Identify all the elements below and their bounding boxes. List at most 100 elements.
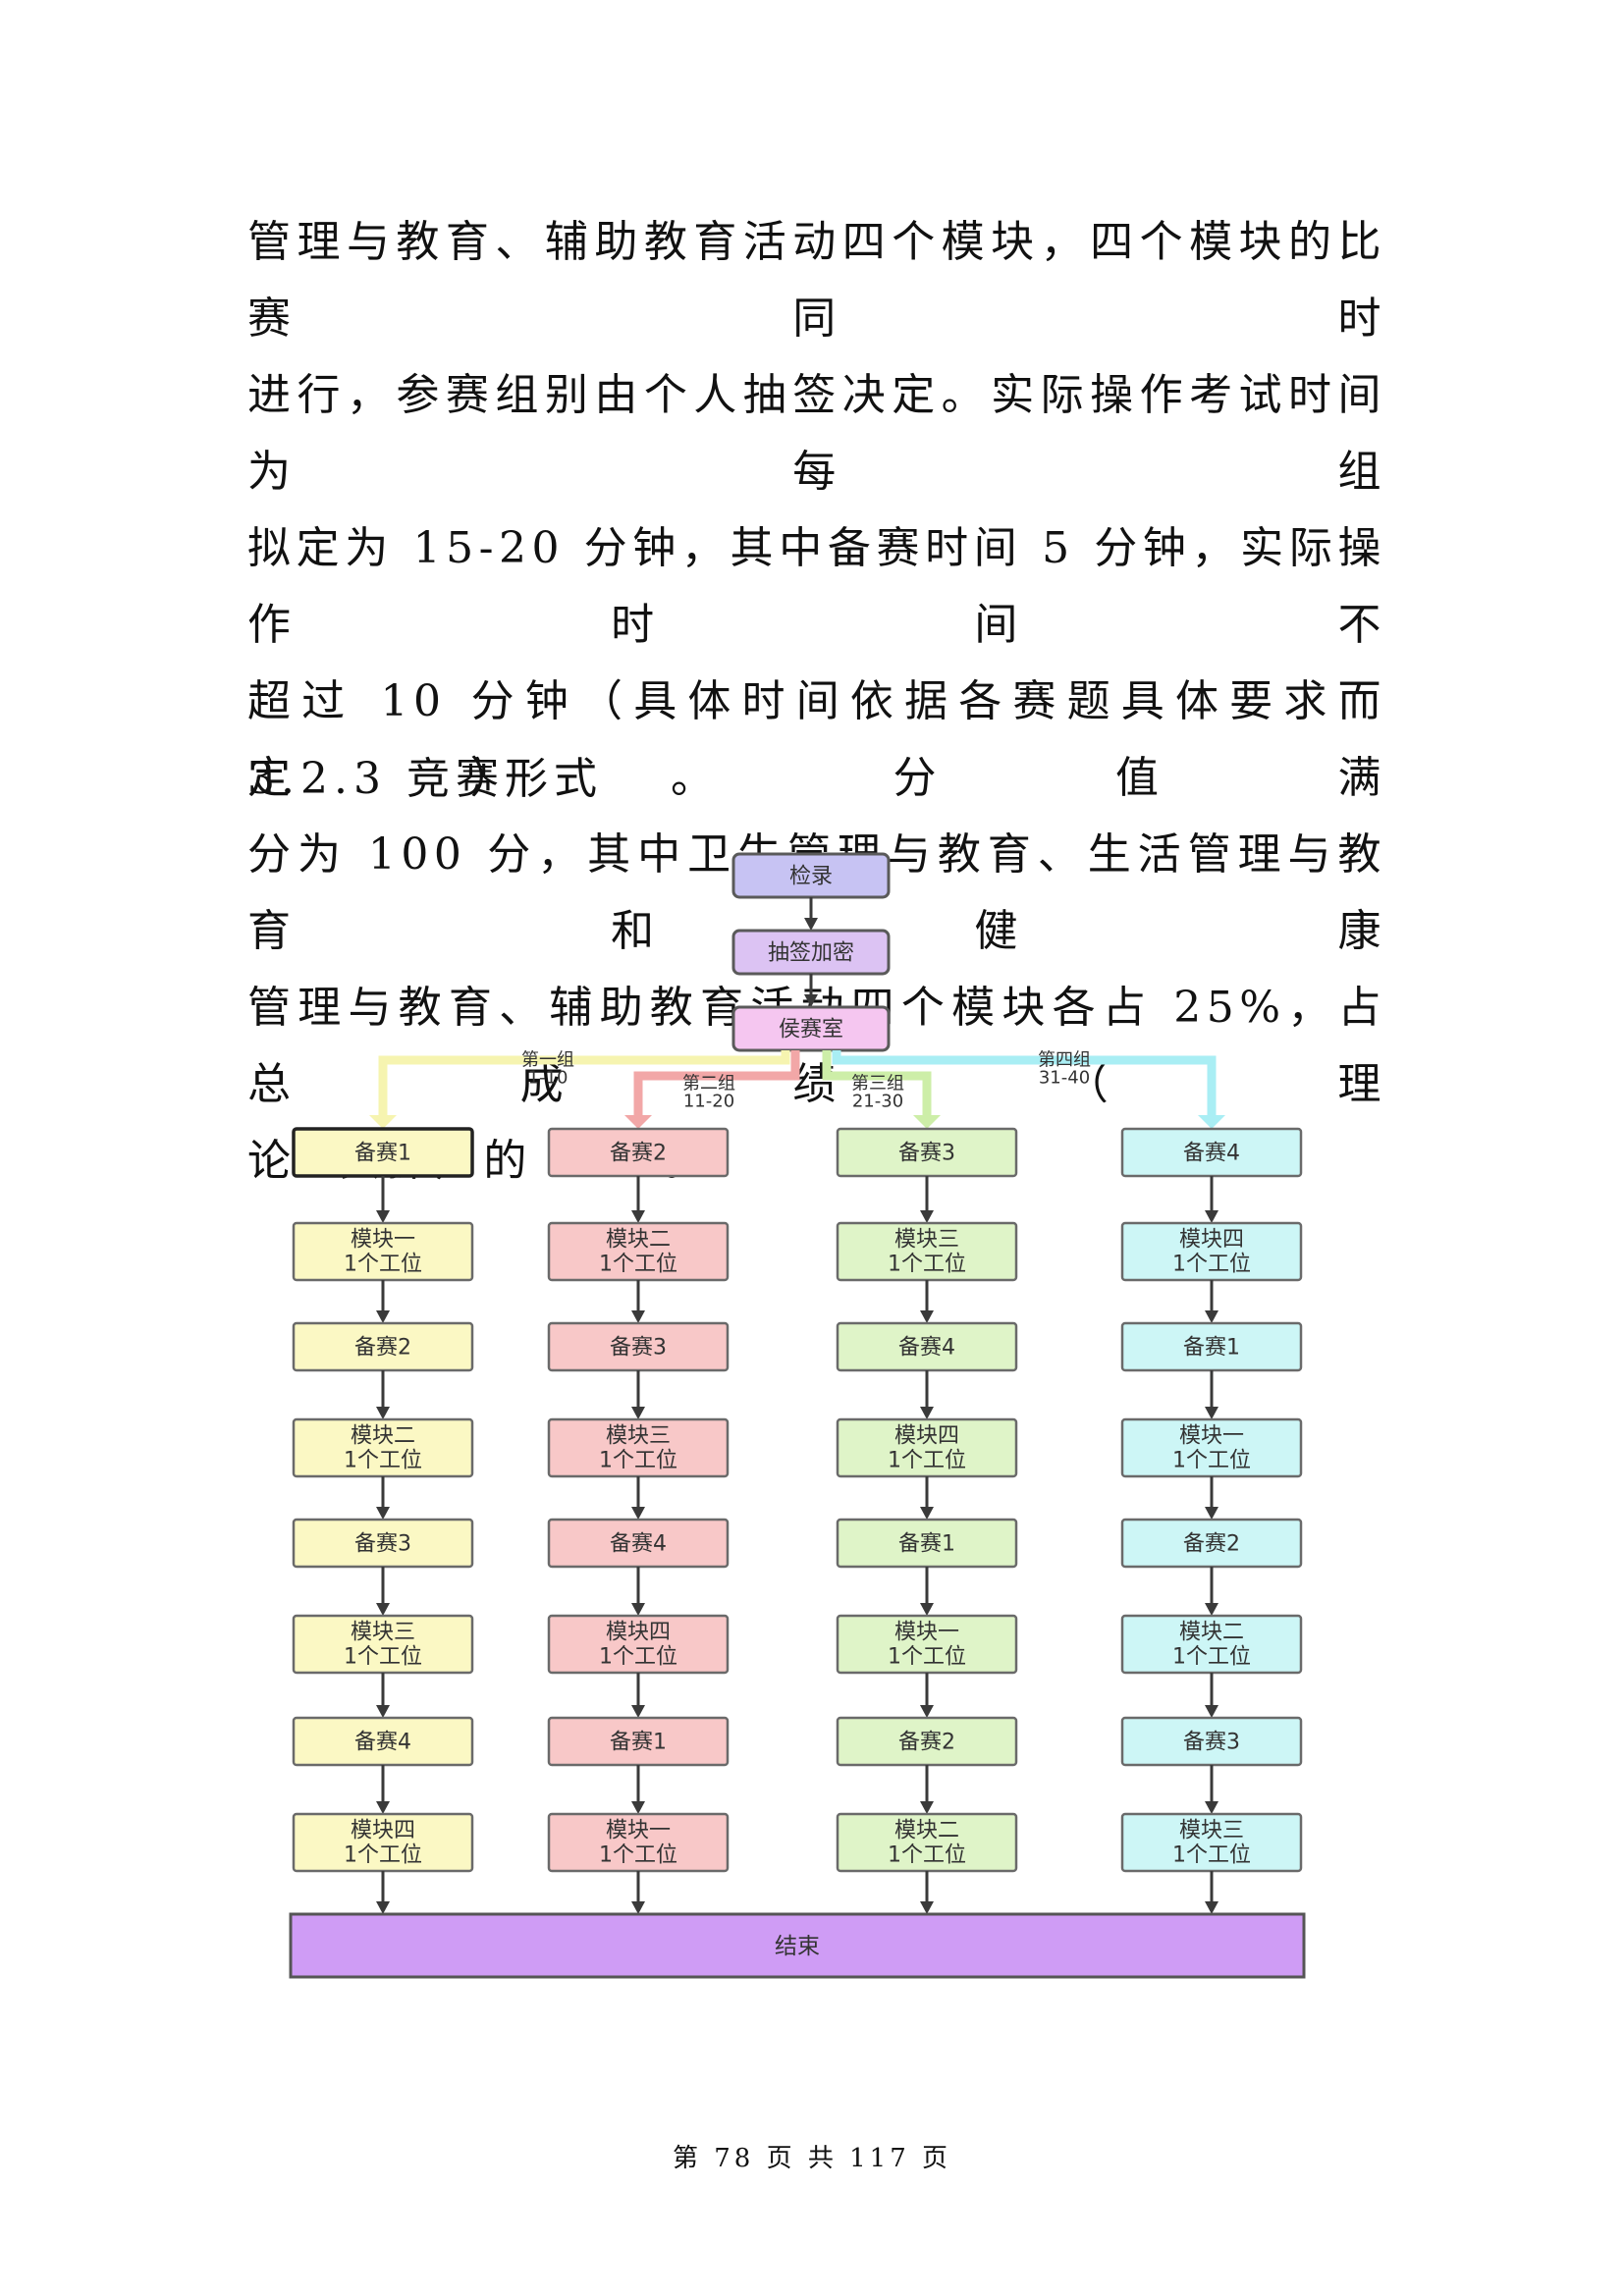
- step-label: 备赛2: [898, 1731, 955, 1755]
- group-label: 第三组: [851, 1074, 904, 1095]
- step-label: 备赛2: [1183, 1532, 1240, 1557]
- arrow-head: [376, 1801, 390, 1814]
- arrow-head: [1205, 1603, 1218, 1616]
- step-label-line2: 1个工位: [888, 1253, 966, 1277]
- step-label-line1: 模块一: [351, 1228, 415, 1253]
- group-branch-line: [832, 1050, 1217, 1119]
- step-label-line1: 模块三: [1179, 1819, 1244, 1843]
- step-label-line1: 模块二: [606, 1228, 671, 1253]
- step-label-line1: 模块三: [606, 1424, 671, 1449]
- arrow-head: [920, 1801, 934, 1814]
- step-label: 备赛3: [898, 1142, 955, 1166]
- arrow-head: [631, 1801, 645, 1814]
- arrow-head: [376, 1603, 390, 1616]
- arrow-head: [920, 1603, 934, 1616]
- step-label-line2: 1个工位: [1172, 1253, 1251, 1277]
- top-step-label: 抽签加密: [768, 941, 854, 966]
- step-label: 备赛4: [1183, 1142, 1240, 1166]
- group-branch-line: [822, 1050, 932, 1119]
- step-label-line1: 模块三: [894, 1228, 959, 1253]
- group-branch-line: [633, 1050, 800, 1119]
- arrow-head: [920, 1407, 934, 1419]
- step-label-line2: 1个工位: [1172, 1645, 1251, 1670]
- group-range: 21-30: [852, 1092, 903, 1112]
- branch-arrow-head: [913, 1115, 941, 1129]
- paragraph-line: 拟定为 15-20 分钟，其中备赛时间 5 分钟，实际操作时间不: [247, 523, 1386, 650]
- step-label-line2: 1个工位: [888, 1645, 966, 1670]
- step-label: 备赛2: [610, 1142, 667, 1166]
- arrow-head: [631, 1310, 645, 1323]
- step-label: 备赛3: [610, 1336, 667, 1361]
- step-label: 备赛4: [610, 1532, 667, 1557]
- step-label-line2: 1个工位: [344, 1253, 422, 1277]
- end-label: 结束: [775, 1934, 820, 1959]
- step-label-line1: 模块二: [1179, 1621, 1244, 1645]
- arrow-head: [376, 1507, 390, 1520]
- step-label-line2: 1个工位: [888, 1449, 966, 1473]
- arrow-head: [1205, 1705, 1218, 1718]
- arrow-head: [1205, 1801, 1218, 1814]
- arrow-head: [376, 1901, 390, 1914]
- arrow-head: [376, 1310, 390, 1323]
- arrow-head: [631, 1705, 645, 1718]
- step-label: 备赛3: [354, 1532, 411, 1557]
- step-label-line1: 模块一: [606, 1819, 671, 1843]
- paragraph-line: 进行，参赛组别由个人抽签决定。实际操作考试时间为每组: [247, 370, 1386, 497]
- step-label: 备赛4: [354, 1731, 411, 1755]
- step-label: 备赛1: [610, 1731, 667, 1755]
- group-range: 31-40: [1039, 1068, 1090, 1089]
- arrow-head: [376, 1407, 390, 1419]
- step-label-line2: 1个工位: [1172, 1449, 1251, 1473]
- step-label-line1: 模块四: [894, 1424, 959, 1449]
- arrow-head: [1205, 1210, 1218, 1223]
- arrow-head: [376, 1210, 390, 1223]
- step-label-line1: 模块三: [351, 1621, 415, 1645]
- paragraph-line: 超过 10 分钟（具体时间依据各赛题具体要求而定）。分值满: [247, 676, 1386, 803]
- step-label: 备赛1: [898, 1532, 955, 1557]
- arrow-head: [631, 1901, 645, 1914]
- arrow-head: [1205, 1407, 1218, 1419]
- arrow-head: [1205, 1310, 1218, 1323]
- step-label: 备赛4: [898, 1336, 955, 1361]
- step-label-line1: 模块四: [1179, 1228, 1244, 1253]
- branch-arrow-head: [1198, 1115, 1225, 1129]
- step-label-line2: 1个工位: [599, 1449, 677, 1473]
- arrow-head: [804, 918, 818, 931]
- top-step-label: 侯赛室: [779, 1018, 843, 1042]
- end-box: [289, 1912, 1306, 1979]
- group-range: 1-10: [528, 1068, 568, 1089]
- step-label-line1: 模块一: [1179, 1424, 1244, 1449]
- step-label-line2: 1个工位: [599, 1843, 677, 1868]
- step-label-line2: 1个工位: [1172, 1843, 1251, 1868]
- arrow-head: [920, 1507, 934, 1520]
- page-footer: 第 78 页 共 117 页: [672, 2144, 952, 2173]
- branch-arrow-head: [624, 1115, 652, 1129]
- arrow-head: [920, 1310, 934, 1323]
- arrow-head: [631, 1210, 645, 1223]
- group-branch-line: [378, 1050, 790, 1119]
- step-label-line1: 模块二: [894, 1819, 959, 1843]
- step-label-line2: 1个工位: [888, 1843, 966, 1868]
- arrow-head: [920, 1210, 934, 1223]
- group-label: 第四组: [1038, 1050, 1091, 1071]
- branch-arrow-head: [369, 1115, 397, 1129]
- arrow-head: [631, 1507, 645, 1520]
- step-label-line2: 1个工位: [344, 1645, 422, 1670]
- step-label: 备赛1: [1183, 1336, 1240, 1361]
- top-step-label: 检录: [789, 865, 833, 889]
- step-label: 备赛3: [1183, 1731, 1240, 1755]
- arrow-head: [1205, 1901, 1218, 1914]
- arrow-head: [920, 1901, 934, 1914]
- arrow-head: [804, 994, 818, 1007]
- section-heading: 3.2.3 竞赛形式: [247, 754, 603, 804]
- paragraph-line: 管理与教育、辅助教育活动四个模块各占 25%，占总成绩（理: [247, 983, 1387, 1109]
- arrow-head: [631, 1603, 645, 1616]
- step-label-line1: 模块一: [894, 1621, 959, 1645]
- top-step-box: [731, 1005, 891, 1052]
- arrow-head: [920, 1705, 934, 1718]
- body-paragraph: 管理与教育、辅助教育活动四个模块，四个模块的比赛同时进行，参赛组别由个人抽签决定…: [247, 204, 1386, 1200]
- step-label-line2: 1个工位: [599, 1645, 677, 1670]
- step-label: 备赛2: [354, 1336, 411, 1361]
- paragraph-line: 管理与教育、辅助教育活动四个模块，四个模块的比赛同时: [247, 217, 1386, 344]
